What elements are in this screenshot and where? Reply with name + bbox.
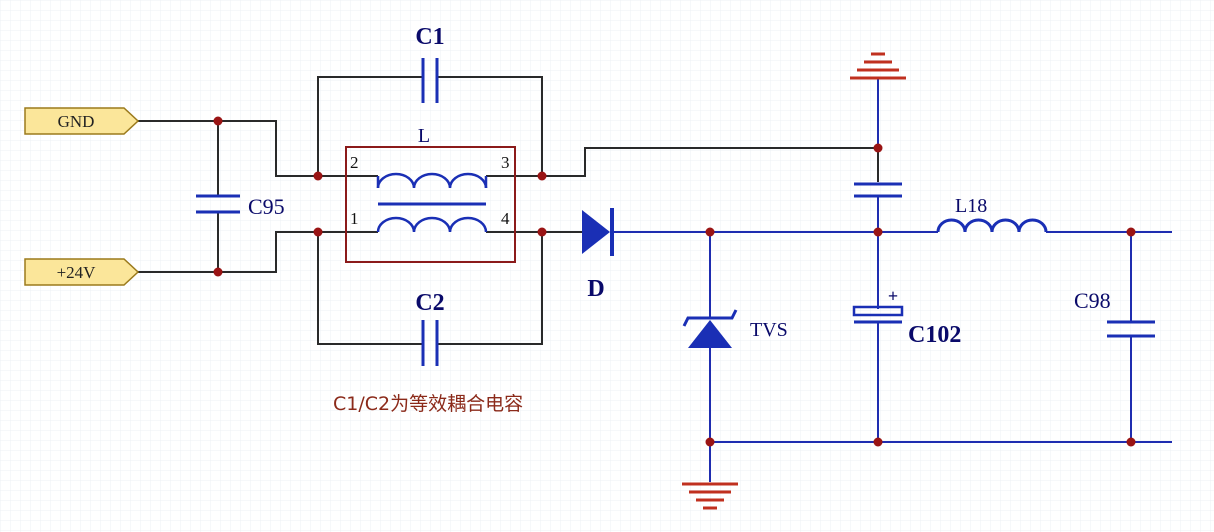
capacitor-upper xyxy=(854,148,902,198)
winding-top-ends xyxy=(376,176,488,188)
inductor-l: L 2 3 1 4 xyxy=(345,125,516,263)
c1-right-lead xyxy=(437,76,543,176)
coupling-note: C1/C2为等效耦合电容 xyxy=(333,393,523,415)
c1-left-lead xyxy=(317,76,423,176)
junction xyxy=(1126,227,1136,237)
c102-plate-top xyxy=(852,305,904,317)
junction xyxy=(213,267,223,277)
c95-label: C95 xyxy=(248,194,285,219)
l18-coil xyxy=(936,218,1048,233)
tvs-zener-bar xyxy=(682,309,738,327)
upper-ground-symbol xyxy=(850,52,906,80)
gnd-port: GND xyxy=(24,107,140,135)
junction xyxy=(537,171,547,181)
tvs-diode: TVS xyxy=(682,309,788,348)
capacitor-c102: + C102 xyxy=(852,286,961,348)
pin-1-label: 1 xyxy=(350,209,359,228)
junction xyxy=(213,116,223,126)
v24-port-label: +24V xyxy=(57,263,97,282)
v24-port-shape xyxy=(24,258,140,286)
junction xyxy=(873,437,883,447)
junction xyxy=(313,227,323,237)
winding-bottom xyxy=(376,216,488,233)
inductor-label: L xyxy=(418,125,430,147)
inductor-box xyxy=(345,146,516,263)
c102-label: C102 xyxy=(908,322,961,348)
junction xyxy=(873,143,883,153)
c2-right-lead xyxy=(437,232,543,345)
lower-ground-symbol xyxy=(682,482,738,510)
c102-polarity: + xyxy=(888,286,898,306)
tvs-label: TVS xyxy=(750,319,788,341)
v24-wire xyxy=(138,231,348,273)
gnd-wire xyxy=(138,120,348,177)
junction xyxy=(537,227,547,237)
junction xyxy=(705,227,715,237)
inductor-l18: L18 xyxy=(936,195,1048,233)
c2-left-lead xyxy=(317,232,423,345)
pin-4-label: 4 xyxy=(501,209,510,228)
c1-label: C1 xyxy=(415,24,444,50)
capacitor-c95: C95 xyxy=(196,194,285,219)
junction xyxy=(1126,437,1136,447)
diode-triangle xyxy=(582,210,610,254)
pin-3-label: 3 xyxy=(501,153,510,172)
diode-label: D xyxy=(587,276,604,302)
junctions xyxy=(213,116,1136,447)
input-wires xyxy=(138,76,878,345)
gnd-port-shape xyxy=(24,107,140,135)
winding-top xyxy=(376,172,488,189)
diode-d: D xyxy=(582,208,614,302)
c98-label: C98 xyxy=(1074,288,1111,313)
junction xyxy=(873,227,883,237)
return-wire xyxy=(514,147,878,177)
gnd-port-label: GND xyxy=(58,112,95,131)
junction xyxy=(705,437,715,447)
junction xyxy=(313,171,323,181)
capacitor-c98: C98 xyxy=(1074,288,1155,338)
tvs-triangle xyxy=(688,320,732,348)
output-wires xyxy=(614,196,1172,482)
v24-port: +24V xyxy=(24,258,140,286)
pin-2-label: 2 xyxy=(350,153,359,172)
c2-label: C2 xyxy=(415,290,444,316)
l18-label: L18 xyxy=(955,195,987,217)
capacitor-c1: C1 xyxy=(415,24,445,103)
capacitor-c2: C2 xyxy=(415,290,445,366)
